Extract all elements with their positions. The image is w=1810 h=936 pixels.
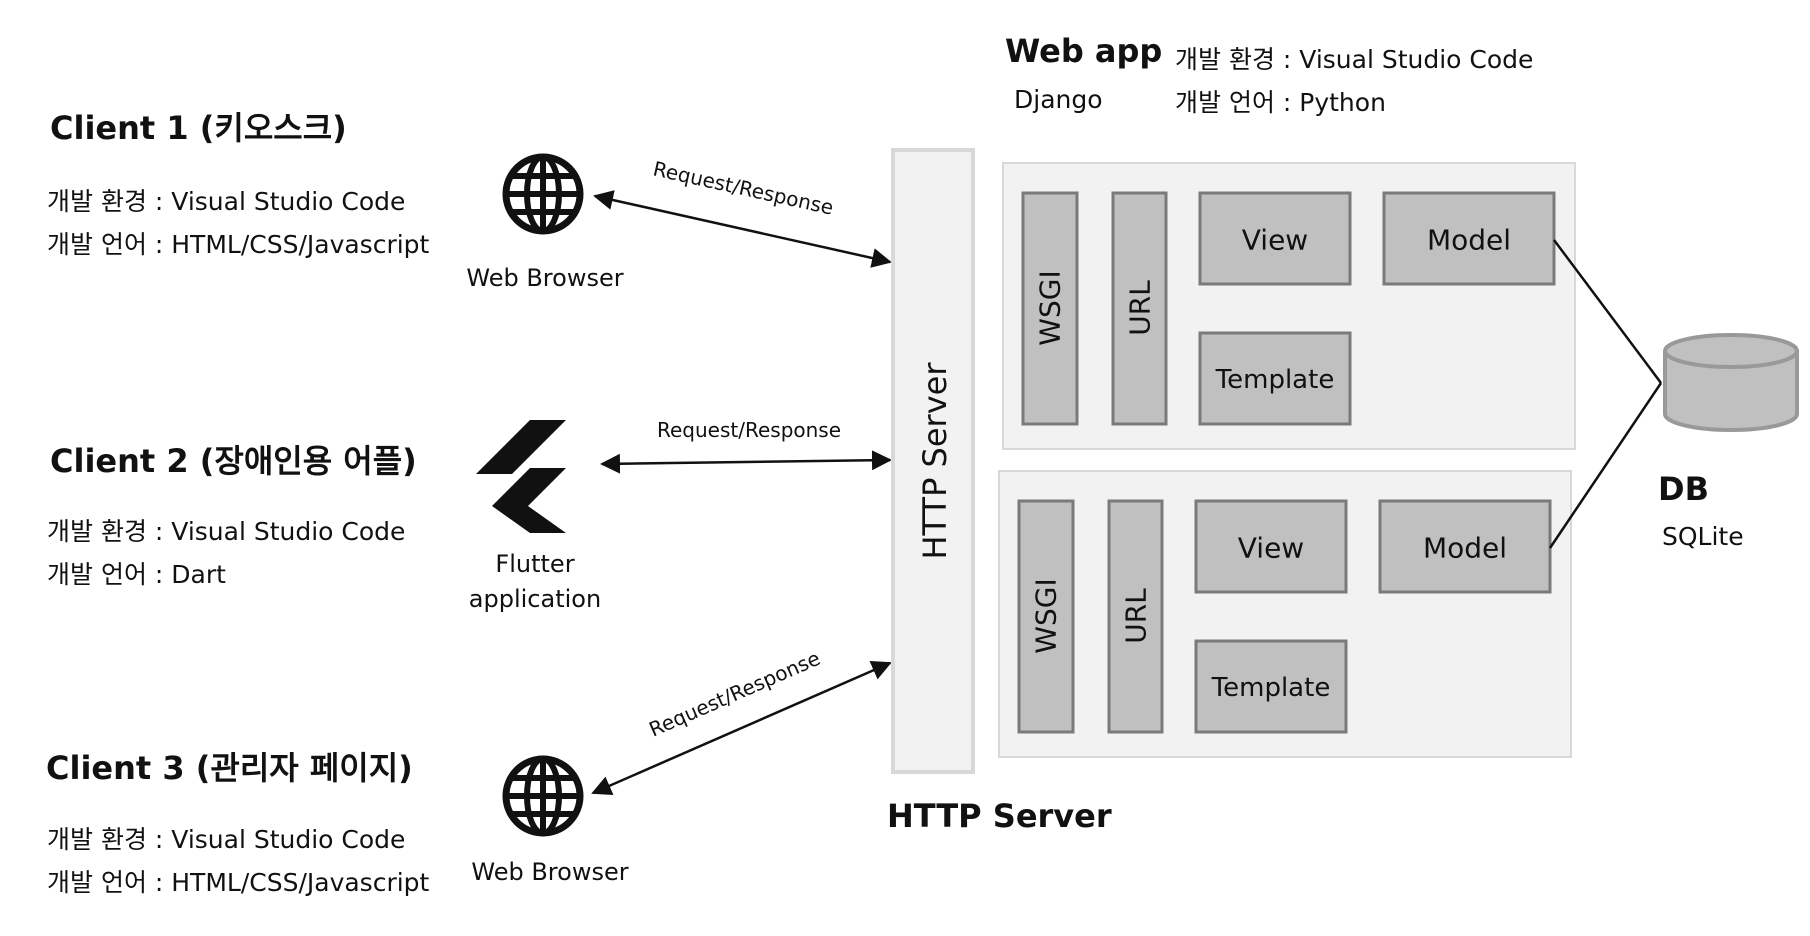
webapp-framework: Django (1014, 85, 1103, 114)
connection-label-2: Request/Response (657, 418, 841, 442)
model-2-to-db-line (1548, 382, 1663, 549)
wsgi-block-1 (1021, 191, 1079, 426)
arrow-browser-3-to-server (591, 661, 892, 795)
client-1-title: Client 1 (키오스크) (50, 109, 347, 147)
view-label-1: View (1242, 224, 1308, 257)
client-1-lang: 개발 언어 : HTML/CSS/Javascript (47, 230, 430, 259)
view-block-1 (1198, 191, 1352, 286)
template-block-1 (1198, 331, 1352, 426)
url-label-1: URL (1124, 280, 1157, 336)
arrow-flutter-to-server (600, 450, 892, 474)
db-engine: SQLite (1662, 522, 1744, 551)
url-block-1 (1111, 191, 1168, 426)
client-3-lang: 개발 언어 : HTML/CSS/Javascript (47, 868, 430, 897)
template-label-2: Template (1211, 673, 1331, 703)
connection-label-1: Request/Response (651, 156, 836, 219)
template-block-2 (1194, 639, 1348, 734)
database-icon (1663, 333, 1799, 432)
flutter-label-line1: Flutter (495, 550, 575, 578)
webapp-lang: 개발 언어 : Python (1175, 88, 1386, 117)
model-block-1 (1382, 191, 1556, 286)
wsgi-block-2 (1017, 499, 1075, 734)
http-server-bar (891, 148, 975, 774)
template-label-1: Template (1215, 365, 1335, 395)
model-1-to-db-line (1552, 239, 1663, 384)
url-label-2: URL (1120, 588, 1153, 644)
http-server-caption: HTTP Server (887, 797, 1112, 835)
flutter-label-line2: application (468, 585, 602, 613)
http-server-vertical-label: HTTP Server (916, 362, 954, 560)
flutter-logo-icon (476, 420, 566, 533)
globe-icon-browser-3 (502, 755, 584, 837)
browser-3-label: Web Browser (471, 858, 629, 886)
webapp-env: 개발 환경 : Visual Studio Code (1175, 45, 1534, 74)
browser-1-label: Web Browser (466, 264, 624, 292)
arrow-browser-1-to-server (593, 190, 892, 268)
globe-icon-browser-1 (502, 153, 584, 235)
client-3-env: 개발 환경 : Visual Studio Code (47, 825, 406, 854)
client-2-lang: 개발 언어 : Dart (47, 560, 226, 589)
connection-label-3: Request/Response (645, 646, 823, 742)
url-block-2 (1107, 499, 1164, 734)
client-3-title: Client 3 (관리자 페이지) (46, 749, 413, 787)
view-label-2: View (1238, 532, 1304, 565)
wsgi-label-2: WSGI (1030, 578, 1063, 653)
client-2-title: Client 2 (장애인용 어플) (50, 442, 417, 480)
client-2-env: 개발 환경 : Visual Studio Code (47, 517, 406, 546)
webapp-title: Web app (1005, 32, 1163, 70)
wsgi-label-1: WSGI (1034, 270, 1067, 345)
view-block-2 (1194, 499, 1348, 594)
model-label-1: Model (1427, 224, 1511, 257)
db-title: DB (1658, 470, 1709, 508)
model-label-2: Model (1423, 532, 1507, 565)
client-1-env: 개발 환경 : Visual Studio Code (47, 187, 406, 216)
model-block-2 (1378, 499, 1552, 594)
